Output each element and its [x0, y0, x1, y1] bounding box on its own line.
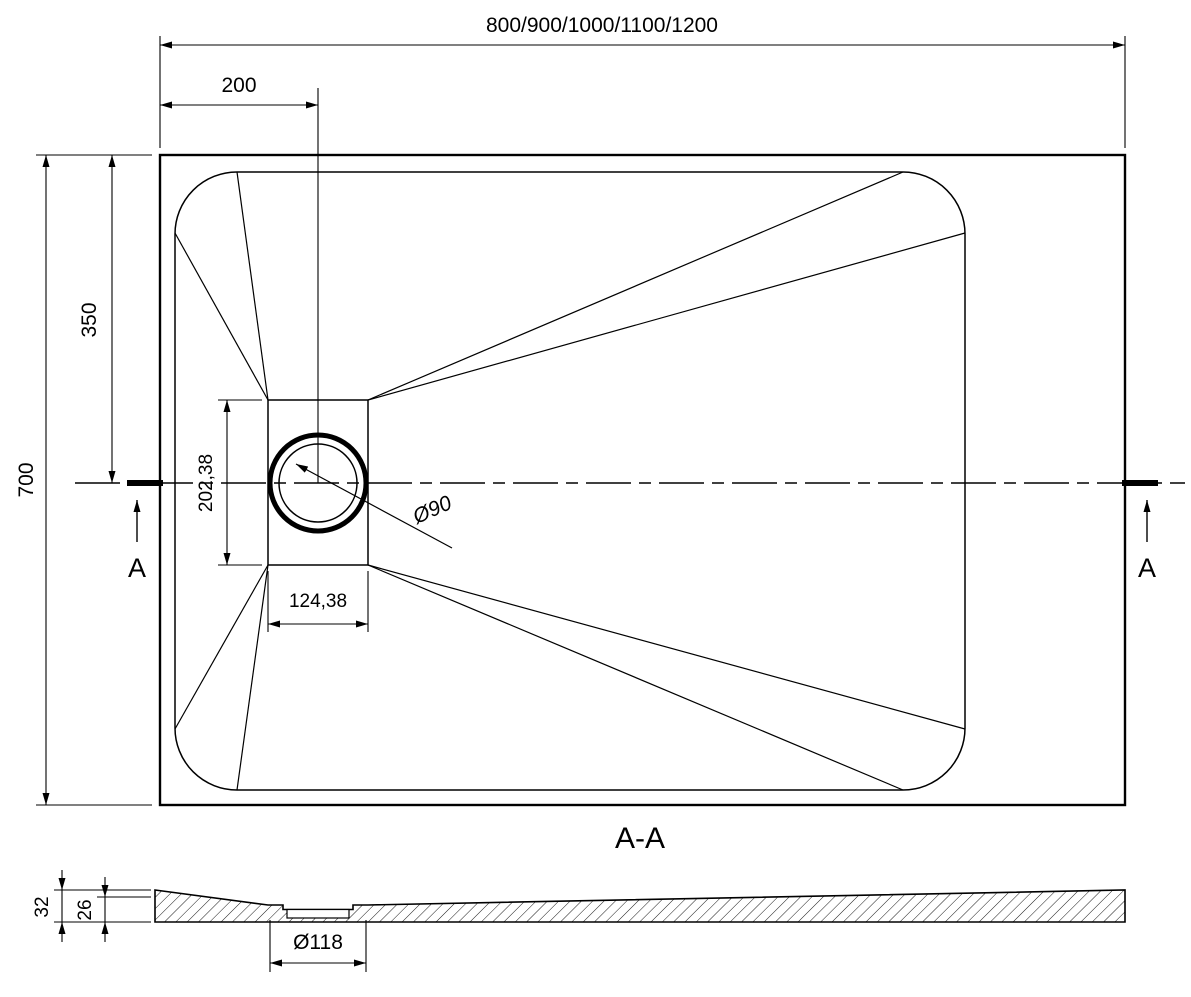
top-view: A A 800/900/1000/1100/1200 200 700 350 [15, 14, 1185, 807]
overall-length-label: 800/900/1000/1100/1200 [486, 14, 718, 37]
dimension-drain-hole: Ø118 [269, 920, 367, 972]
section-marker-label-left: A [128, 553, 146, 583]
slope-lines [174, 171, 966, 791]
dimension-recess-length: 202,38 [196, 399, 262, 566]
slope-line [367, 232, 966, 401]
drain-hole-label: Ø118 [293, 931, 343, 954]
dimension-drain-center: 350 [78, 155, 116, 483]
section-profile [154, 889, 1126, 923]
dimension-drain-diameter: Ø90 [295, 463, 456, 549]
section-title: A-A [615, 822, 665, 855]
dimension-width: 700 [15, 154, 152, 806]
tray-outline [158, 153, 1127, 807]
drain-center-label: 350 [78, 302, 101, 337]
slope-line [236, 171, 269, 401]
slope-line [174, 564, 269, 730]
inner-height-label: 26 [75, 899, 96, 920]
slope-line [367, 171, 904, 401]
total-height-label: 32 [32, 896, 53, 917]
section-marker-label-right: A [1138, 553, 1156, 583]
slope-line [367, 564, 904, 791]
slope-line [174, 232, 269, 401]
slope-line [367, 564, 966, 730]
drain-circle-outer [267, 432, 369, 534]
dimension-recess-width: 124,38 [267, 571, 369, 632]
drain-diameter-label: Ø90 [409, 491, 456, 529]
dimension-inner-height: 26 [75, 877, 151, 942]
tray-floor-edge [174, 171, 966, 791]
drain-offset-label: 200 [221, 74, 256, 97]
slope-line [236, 564, 269, 791]
dimension-drain-offset: 200 [160, 74, 318, 109]
section-drain-flange [286, 908, 350, 919]
width-label: 700 [15, 462, 38, 497]
recess-width-label: 124,38 [289, 591, 347, 612]
dimension-overall-length: 800/900/1000/1100/1200 [159, 14, 1126, 148]
section-view: A-A 32 26 Ø118 [32, 822, 1126, 972]
leader-line [295, 463, 453, 549]
recess-length-label: 202,38 [196, 454, 217, 512]
